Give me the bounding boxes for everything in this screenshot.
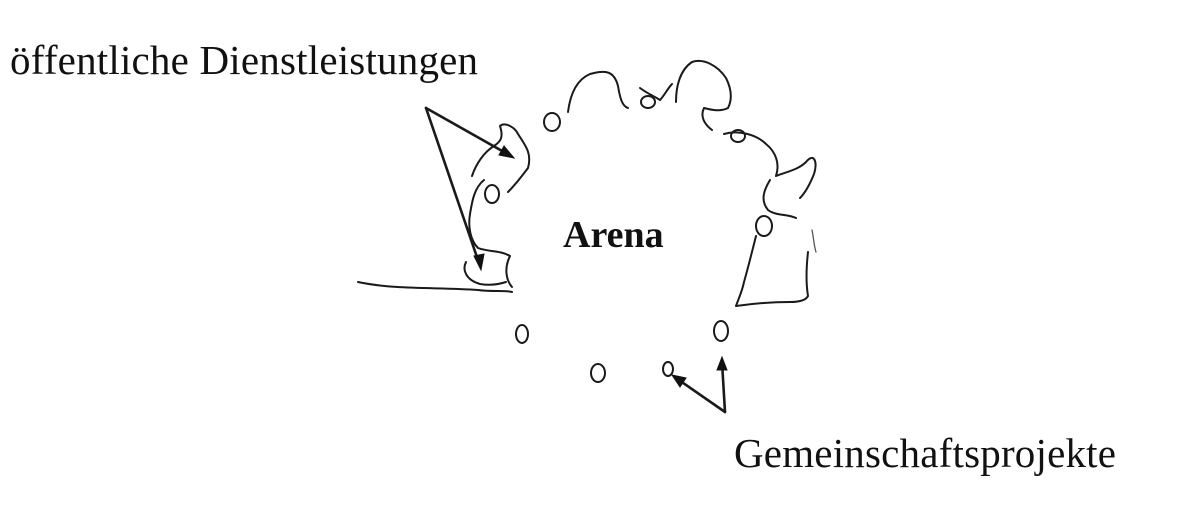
building-right-mid	[762, 179, 797, 219]
label-community-projects: Gemeinschaftsprojekte	[734, 430, 1117, 476]
building-top-b	[639, 83, 673, 101]
circle-right	[755, 215, 773, 237]
building-right-lower-accent	[811, 229, 817, 253]
ground-line	[357, 281, 513, 293]
circle-top-right	[730, 129, 746, 143]
building-lower-left	[468, 179, 513, 288]
circle-bottom-left	[515, 324, 529, 344]
circle-bottom-right-small	[662, 361, 674, 377]
arrow-projects-left-head	[670, 374, 687, 388]
arrow-services-upper-head	[498, 145, 516, 159]
arrow-projects-left	[674, 376, 727, 414]
building-right-upper	[723, 131, 817, 199]
arrow-services-lower-head	[473, 253, 485, 272]
circle-bottom-right	[713, 320, 729, 342]
arrow-projects-right-head	[716, 355, 728, 371]
circle-left	[484, 184, 500, 204]
circle-top-center	[640, 95, 656, 109]
building-lower-left-inner	[463, 261, 507, 286]
building-top-a	[567, 70, 629, 113]
label-public-services: öffentliche Dienstleistungen	[10, 37, 479, 83]
circle-bottom-center	[590, 363, 606, 383]
circle-top-left	[543, 112, 561, 132]
arrow-services-upper	[424, 106, 513, 158]
building-upper-left	[471, 123, 531, 193]
label-arena: Arena	[563, 214, 664, 256]
building-right-lower	[735, 235, 809, 307]
arrow-services-lower	[424, 106, 482, 268]
building-top-c	[675, 60, 732, 131]
